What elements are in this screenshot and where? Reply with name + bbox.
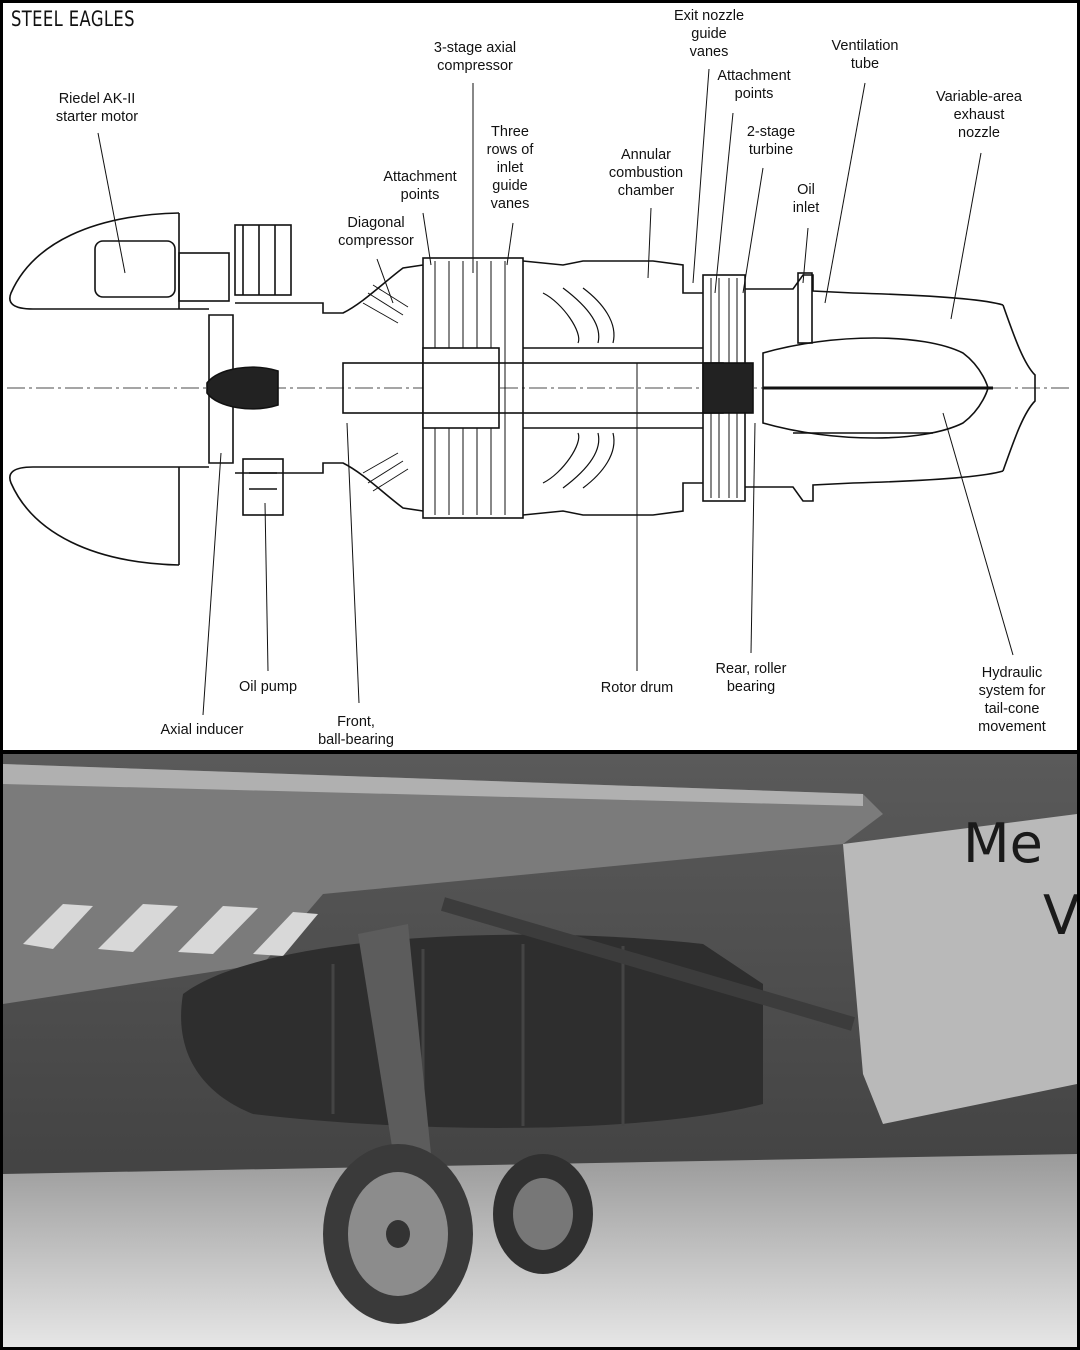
wing-strut	[441, 897, 855, 1031]
label-ventilation-tube: Ventilation tube	[831, 38, 899, 72]
brand-watermark: STEEL EAGLES	[11, 7, 135, 31]
landing-gear-leg	[358, 924, 433, 1184]
wing-markings	[23, 904, 318, 956]
leader-lines	[97, 68, 1014, 716]
label-exit-nozzle-vanes: Exit nozzle guide vanes	[673, 8, 745, 60]
engine-nacelle	[181, 934, 763, 1128]
wing	[3, 764, 883, 1004]
label-attachment-points-rear: Attachment points	[717, 68, 791, 102]
label-starter-motor: Riedel AK-II starter motor	[55, 91, 139, 125]
label-hydraulic-system: Hydraulic system for tail-cone movement	[978, 665, 1046, 735]
engine-photo: Me V	[3, 754, 1077, 1347]
engine-cutaway-diagram: STEEL EAGLES Riedel AK-II starter motor …	[3, 3, 1077, 750]
label-diagonal-compressor: Diagonal compressor	[338, 215, 414, 249]
label-rotor-drum: Rotor drum	[600, 680, 674, 696]
intake-lower-cowl	[9, 466, 209, 566]
label-oil-pump: Oil pump	[238, 679, 298, 695]
label-axial-inducer: Axial inducer	[160, 722, 244, 738]
fuselage-panel	[843, 814, 1077, 1124]
photo-illustration	[3, 754, 1077, 1347]
label-two-stage-turbine: 2-stage turbine	[746, 124, 796, 158]
label-attachment-points-front: Attachment points	[383, 169, 457, 203]
label-variable-nozzle: Variable-area exhaust nozzle	[936, 89, 1022, 141]
starter-motor	[94, 240, 176, 298]
fuselage-text-v: V	[1043, 884, 1077, 947]
label-oil-inlet: Oil inlet	[792, 182, 820, 216]
label-combustion-chamber: Annular combustion chamber	[608, 147, 684, 199]
engine-drawing	[7, 68, 1073, 716]
label-axial-compressor: 3-stage axial compressor	[433, 40, 517, 74]
label-rear-bearing: Rear, roller bearing	[715, 661, 787, 695]
intake-upper-cowl	[9, 212, 209, 310]
fuselage-text-me: Me	[963, 812, 1043, 875]
label-front-bearing: Front, ball-bearing	[318, 714, 394, 748]
label-inlet-guide-vanes: Three rows of inlet guide vanes	[486, 124, 534, 212]
